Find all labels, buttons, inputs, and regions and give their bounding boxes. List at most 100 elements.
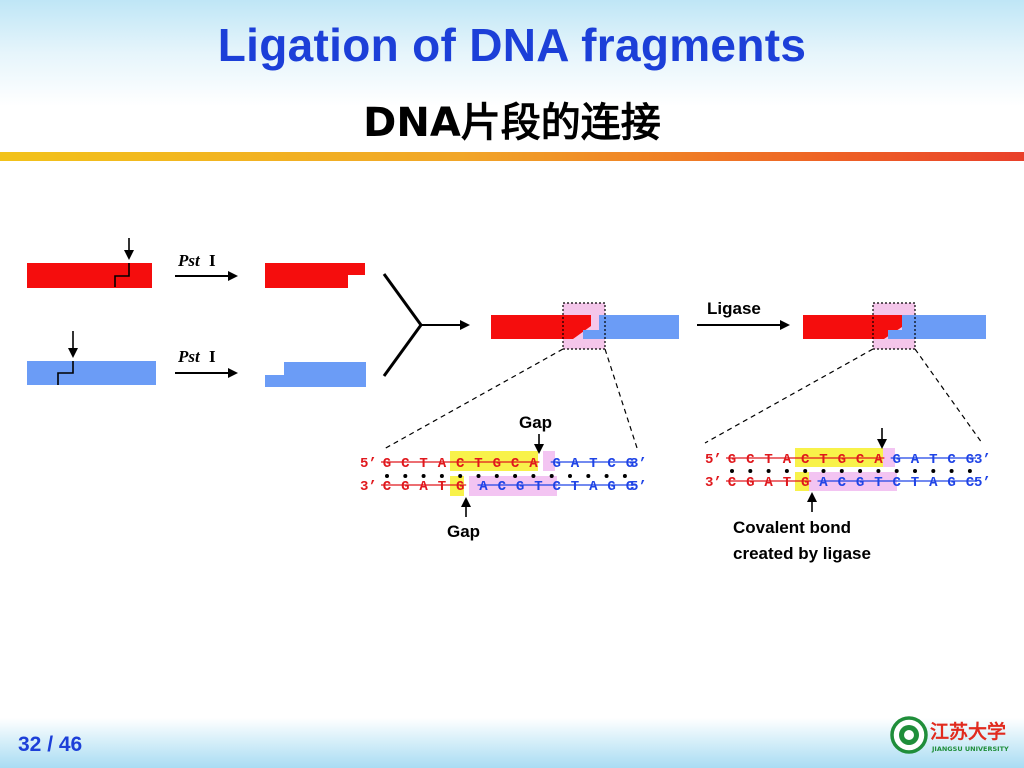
- strand-end-label: 3’: [705, 475, 722, 491]
- zoom-box-left: [562, 302, 606, 350]
- slide-title: Ligation of DNA fragments: [217, 19, 807, 71]
- dna-base: C: [856, 452, 865, 468]
- zoom-line-left-a: [383, 348, 564, 450]
- enzyme-label-italic: Pst: [177, 251, 201, 270]
- dna-base: G: [966, 452, 974, 468]
- dna-base: G: [838, 452, 846, 468]
- hydrogen-bond-dot: [385, 474, 389, 478]
- hydrogen-bond-dot: [513, 474, 518, 478]
- joining-lines: [382, 273, 470, 377]
- title-divider: [0, 152, 1024, 161]
- dna-base: A: [911, 452, 920, 468]
- header-band: [0, 0, 1024, 152]
- dna-base: A: [479, 479, 488, 495]
- dna-base: T: [783, 475, 791, 491]
- annealed-fragments: [491, 302, 679, 350]
- enzyme-label-italic: Pst: [177, 347, 201, 366]
- dna-base: G: [856, 475, 864, 491]
- ligated-fragment: [803, 302, 986, 350]
- dna-base: G: [892, 452, 900, 468]
- dna-base: C: [746, 452, 755, 468]
- dna-base: T: [571, 479, 579, 495]
- enzyme-label-roman: I: [209, 347, 216, 366]
- dna-base: G: [552, 456, 560, 472]
- enzyme-label-roman: I: [209, 251, 216, 270]
- strand-end-label: 5’: [360, 456, 377, 472]
- zoom-line-right-a: [704, 348, 874, 444]
- pst1-digest-step-top: Pst I: [175, 251, 238, 281]
- zoom-line-left-b: [604, 348, 639, 452]
- hydrogen-bond-dot: [549, 474, 554, 478]
- dna-base: G: [607, 479, 615, 495]
- dna-base: T: [438, 479, 446, 495]
- red-dna-fragment-uncut: [27, 263, 152, 288]
- hydrogen-bond-dot: [748, 469, 753, 473]
- strand-end-label: 5’: [974, 475, 991, 491]
- hydrogen-bond-dot: [531, 474, 536, 478]
- hydrogen-bond-dot: [730, 469, 734, 473]
- hydrogen-bond-dot: [839, 469, 844, 473]
- dna-base: G: [516, 479, 524, 495]
- hydrogen-bond-dot: [494, 474, 499, 478]
- hydrogen-bond-dot: [766, 469, 771, 473]
- hydrogen-bond-dot: [622, 474, 627, 478]
- dna-base: T: [419, 456, 427, 472]
- dna-base: G: [456, 479, 464, 495]
- hydrogen-bond-dot: [931, 469, 936, 473]
- dna-base: G: [746, 475, 754, 491]
- hydrogen-bond-dot: [568, 474, 572, 478]
- dna-base: A: [419, 479, 428, 495]
- logo-english-name: JIANGSU UNIVERSITY: [931, 745, 1009, 753]
- dna-base: A: [819, 475, 828, 491]
- hydrogen-bond-dot: [458, 474, 463, 478]
- strand-end-label: 3’: [360, 479, 377, 495]
- covalent-bond-label: Covalent bond: [733, 518, 851, 537]
- dna-base: A: [929, 475, 938, 491]
- zoom-box-right: [872, 302, 916, 350]
- hydrogen-bond-dot: [586, 474, 591, 478]
- dna-base: G: [383, 456, 391, 472]
- dna-base: C: [383, 479, 392, 495]
- hydrogen-bond-dot: [476, 474, 481, 478]
- dna-base: G: [947, 475, 955, 491]
- dna-base: C: [511, 456, 520, 472]
- slide-subtitle-chinese: DNA片段的连接: [363, 100, 661, 146]
- dna-base: C: [498, 479, 507, 495]
- dna-base: A: [783, 452, 792, 468]
- dna-base: G: [401, 479, 409, 495]
- dna-base: G: [626, 456, 634, 472]
- strand-end-label: 3’: [974, 452, 991, 468]
- dna-base: C: [892, 475, 901, 491]
- dna-base: T: [874, 475, 882, 491]
- dna-base: T: [764, 452, 772, 468]
- dna-base: A: [571, 456, 580, 472]
- dna-base: A: [589, 479, 598, 495]
- covalent-bond-label: created by ligase: [733, 544, 871, 563]
- strand-end-label: 5’: [705, 452, 722, 468]
- dna-base: T: [474, 456, 482, 472]
- gap-label-bottom: Gap: [447, 522, 480, 541]
- university-logo: 江苏大学 JIANGSU UNIVERSITY: [890, 716, 1009, 754]
- hydrogen-bond-dot: [876, 469, 881, 473]
- dna-base: T: [911, 475, 919, 491]
- gap-label-top: Gap: [519, 413, 552, 432]
- page-number: 32 / 46: [18, 733, 83, 756]
- hydrogen-bond-dot: [784, 469, 789, 473]
- hydrogen-bond-dot: [604, 474, 609, 478]
- dna-base: T: [534, 479, 542, 495]
- dna-base: C: [801, 452, 810, 468]
- hydrogen-bond-dot: [821, 469, 826, 473]
- hydrogen-bond-dot: [439, 474, 444, 478]
- blue-dna-fragment-uncut: [27, 361, 156, 385]
- logo-chinese-name: 江苏大学: [930, 720, 1006, 743]
- dna-base: G: [493, 456, 501, 472]
- dna-base: T: [589, 456, 597, 472]
- hydrogen-bond-dot: [894, 469, 899, 473]
- hydrogen-bond-dot: [949, 469, 954, 473]
- dna-base: C: [401, 456, 410, 472]
- dna-base: C: [966, 475, 975, 491]
- hydrogen-bond-dot: [967, 469, 972, 473]
